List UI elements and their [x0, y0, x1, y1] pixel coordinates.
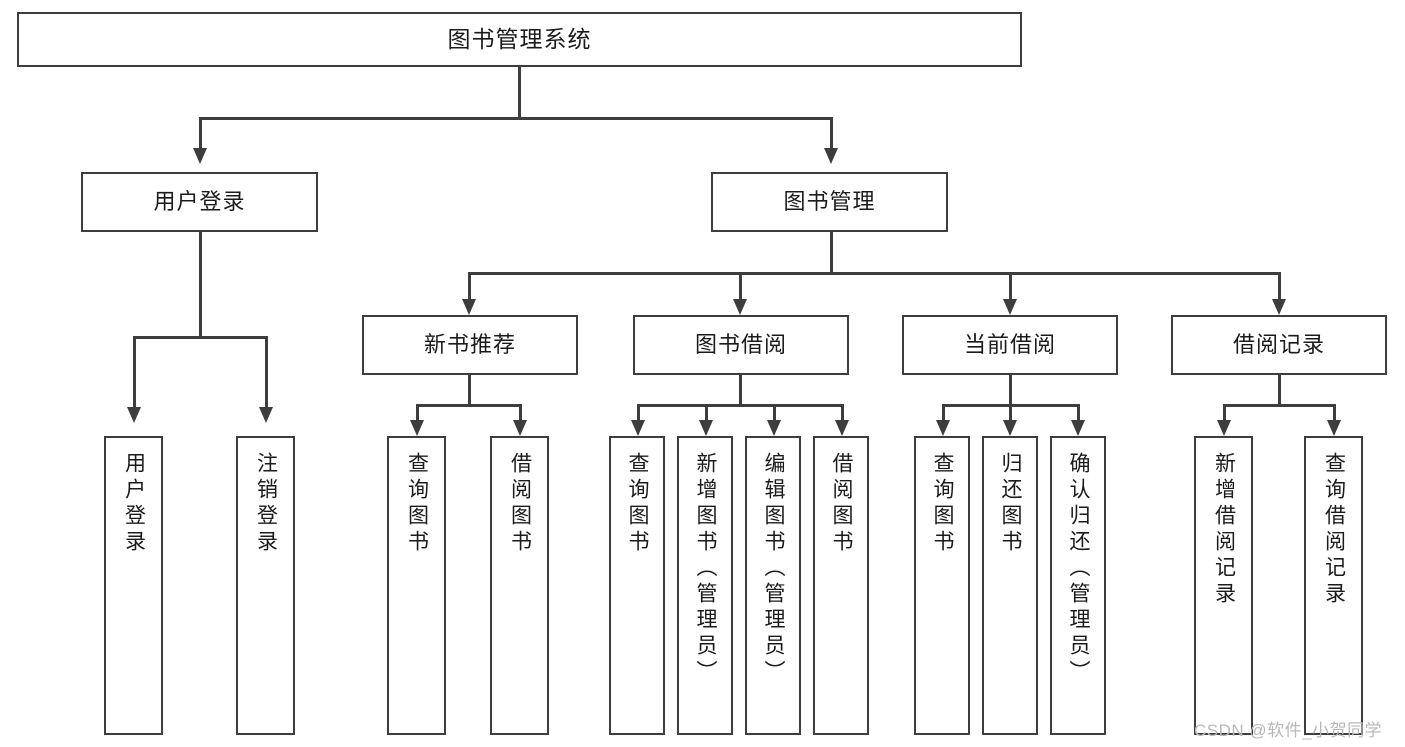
leaf-borrow-book-borrow[interactable]: 借阅图书	[813, 436, 869, 735]
connector-root-drop-right	[830, 117, 833, 149]
leaf-confirm-return-admin[interactable]: 确认归还（管理员）	[1050, 436, 1106, 735]
node-label: 当前借阅	[963, 332, 1056, 358]
leaf-user-login[interactable]: 用户登录	[104, 436, 163, 735]
connector-bookborrow-stem	[739, 375, 742, 406]
arrow-to-leaf-edit-book	[767, 420, 781, 436]
connector-bookmanage-stem	[830, 232, 833, 274]
connector-bookborrow-drop-4	[841, 404, 844, 422]
node-current-borrow[interactable]: 当前借阅	[902, 315, 1118, 375]
connector-borrowrecord-drop-1	[1223, 404, 1226, 422]
connector-bookmanage-drop-1	[468, 272, 471, 300]
connector-root-drop-left	[199, 117, 202, 149]
leaf-label: 借阅图书	[508, 452, 532, 556]
arrow-to-leaf-query-record	[1327, 420, 1341, 436]
connector-root-bus	[199, 117, 832, 120]
arrow-to-new-book	[462, 299, 476, 315]
arrow-to-leaf-add-book	[699, 420, 713, 436]
connector-newbook-drop-1	[416, 404, 419, 422]
leaf-add-book-admin[interactable]: 新增图书（管理员）	[677, 436, 733, 735]
leaf-logout[interactable]: 注销登录	[236, 436, 295, 735]
leaf-return-book[interactable]: 归还图书	[982, 436, 1038, 735]
leaf-label: 归还图书	[999, 452, 1023, 556]
connector-bookmanage-drop-2	[739, 272, 742, 300]
node-book-borrow[interactable]: 图书借阅	[633, 315, 849, 375]
leaf-label: 查询图书	[931, 452, 955, 556]
connector-bookborrow-drop-2	[705, 404, 708, 422]
connector-bookborrow-drop-3	[773, 404, 776, 422]
leaf-add-borrow-record[interactable]: 新增借阅记录	[1194, 436, 1253, 735]
arrow-to-leaf-confirm-return	[1071, 420, 1085, 436]
node-label: 用户登录	[153, 189, 246, 215]
node-label: 图书管理	[783, 189, 876, 215]
arrow-to-leaf-borrow-book-2	[835, 420, 849, 436]
arrow-to-leaf-return-book	[1003, 420, 1017, 436]
connector-currentborrow-drop-1	[942, 404, 945, 422]
arrow-to-borrow-record	[1272, 299, 1286, 315]
node-book-manage[interactable]: 图书管理	[711, 172, 948, 232]
leaf-label: 查询借阅记录	[1322, 452, 1346, 608]
connector-userlogin-stem	[199, 232, 202, 338]
arrow-to-leaf-logout	[259, 407, 273, 423]
arrow-to-leaf-add-record	[1217, 420, 1231, 436]
connector-userlogin-drop-2	[265, 336, 268, 408]
arrow-to-book-manage	[824, 148, 838, 164]
leaf-label: 借阅图书	[830, 452, 854, 556]
connector-userlogin-drop-1	[133, 336, 136, 408]
leaf-edit-book-admin[interactable]: 编辑图书（管理员）	[745, 436, 801, 735]
connector-userlogin-bus	[133, 336, 265, 339]
arrow-to-leaf-borrow-book-1	[513, 420, 527, 436]
leaf-query-borrow-record[interactable]: 查询借阅记录	[1304, 436, 1363, 735]
connector-bookborrow-drop-1	[637, 404, 640, 422]
leaf-label: 编辑图书（管理员）	[762, 452, 786, 686]
connector-currentborrow-stem	[1009, 375, 1012, 406]
leaf-label: 查询图书	[405, 452, 429, 556]
leaf-label: 查询图书	[626, 452, 650, 556]
leaf-borrow-book-newbook[interactable]: 借阅图书	[490, 436, 549, 735]
leaf-label: 用户登录	[122, 452, 146, 556]
arrow-to-book-borrow	[733, 299, 747, 315]
connector-borrowrecord-bus	[1223, 404, 1333, 407]
leaf-query-book-current[interactable]: 查询图书	[914, 436, 970, 735]
arrow-to-user-login	[193, 148, 207, 164]
node-label: 新书推荐	[423, 332, 516, 358]
connector-bookmanage-drop-3	[1009, 272, 1012, 300]
leaf-label: 新增借阅记录	[1212, 452, 1236, 608]
arrow-to-leaf-query-book-3	[936, 420, 950, 436]
arrow-to-leaf-query-book-2	[631, 420, 645, 436]
node-borrow-record[interactable]: 借阅记录	[1171, 315, 1387, 375]
connector-bookmanage-bus	[468, 272, 1280, 275]
node-label: 图书借阅	[694, 332, 787, 358]
leaf-query-book-newbook[interactable]: 查询图书	[387, 436, 446, 735]
leaf-query-book-borrow[interactable]: 查询图书	[609, 436, 665, 735]
leaf-label: 确认归还（管理员）	[1067, 452, 1091, 686]
connector-borrowrecord-drop-2	[1333, 404, 1336, 422]
arrow-to-current-borrow	[1003, 299, 1017, 315]
leaf-label: 注销登录	[254, 452, 278, 556]
connector-currentborrow-drop-2	[1009, 404, 1012, 422]
arrow-to-leaf-query-book-1	[410, 420, 424, 436]
node-label: 图书管理系统	[447, 26, 592, 53]
connector-newbook-bus	[416, 404, 521, 407]
node-label: 借阅记录	[1232, 332, 1325, 358]
connector-root-stem	[518, 66, 521, 119]
csdn-watermark: CSDN @软件_小贺同学	[1194, 721, 1383, 740]
connector-newbook-drop-2	[519, 404, 522, 422]
connector-bookborrow-bus	[637, 404, 843, 407]
connector-bookmanage-drop-4	[1278, 272, 1281, 300]
connector-newbook-stem	[468, 375, 471, 406]
leaf-label: 新增图书（管理员）	[694, 452, 718, 686]
node-root-library-system[interactable]: 图书管理系统	[17, 12, 1022, 67]
connector-currentborrow-drop-3	[1077, 404, 1080, 422]
connector-borrowrecord-stem	[1278, 375, 1281, 406]
node-user-login[interactable]: 用户登录	[81, 172, 318, 232]
node-new-book-recommend[interactable]: 新书推荐	[362, 315, 578, 375]
arrow-to-leaf-user-login	[127, 407, 141, 423]
